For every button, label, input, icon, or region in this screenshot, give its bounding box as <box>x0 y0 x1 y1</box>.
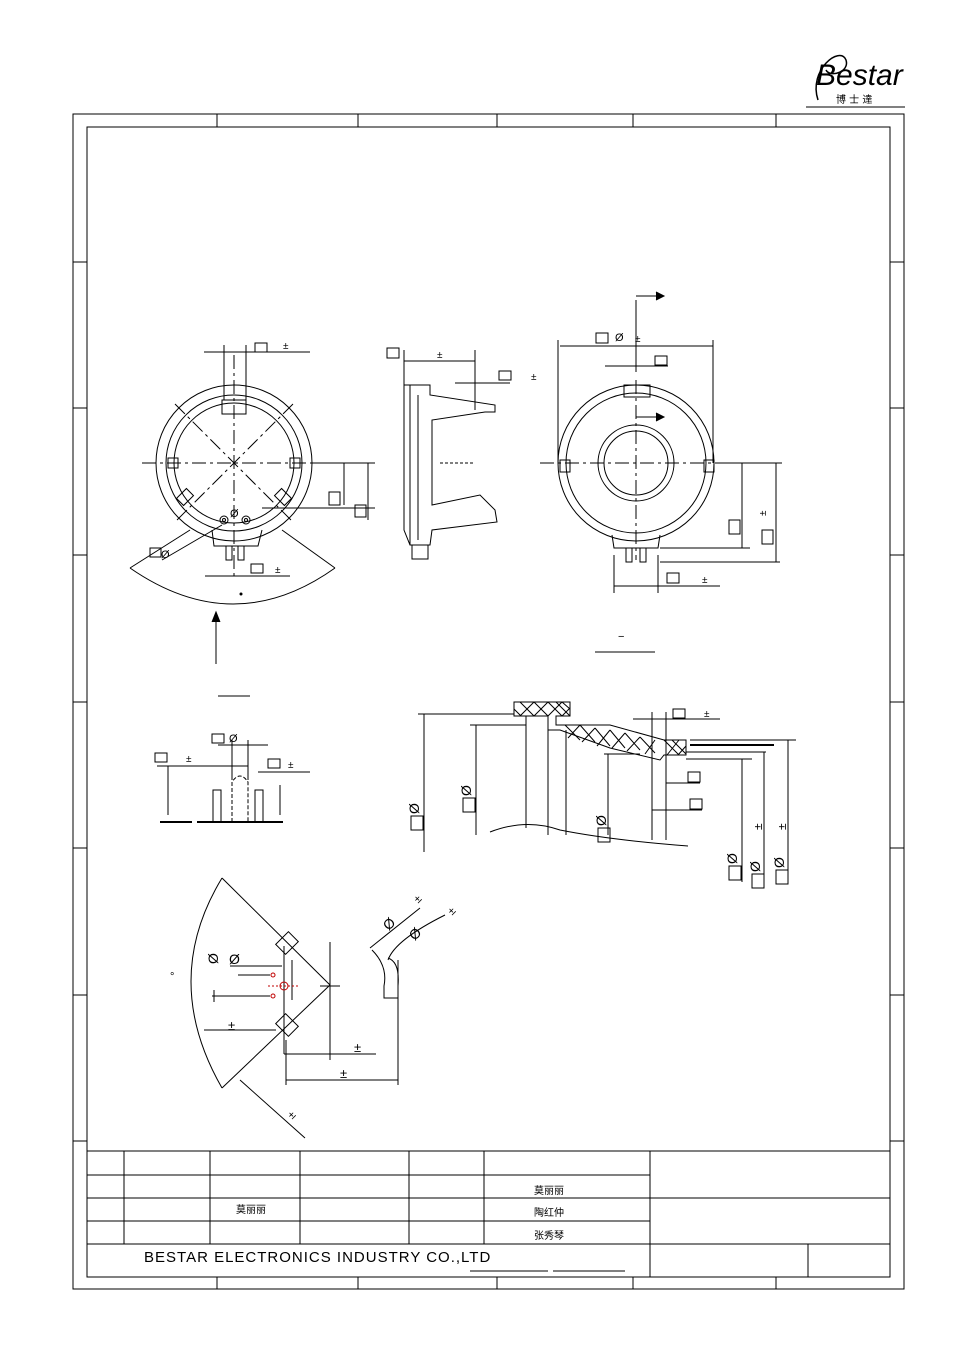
svg-text:±: ± <box>286 1109 299 1122</box>
svg-text:Ø: Ø <box>205 953 221 964</box>
signature-checked: 陶红仲 <box>534 1206 564 1219</box>
svg-text:±: ± <box>702 575 708 586</box>
svg-text:±: ± <box>288 760 294 771</box>
svg-text:±: ± <box>275 565 281 576</box>
svg-text:Ø: Ø <box>615 332 624 344</box>
svg-text:±: ± <box>775 823 789 830</box>
svg-text:Ø: Ø <box>230 508 239 520</box>
front-view <box>129 342 375 697</box>
signature-drawn: 莫丽丽 <box>534 1185 564 1197</box>
svg-text:Ø: Ø <box>458 785 474 796</box>
svg-text:Ø: Ø <box>771 857 787 868</box>
rear-view <box>540 291 782 653</box>
svg-text:±: ± <box>704 709 710 720</box>
outer-frame <box>72 113 905 1290</box>
svg-text:−: − <box>618 631 624 643</box>
svg-text:±: ± <box>228 1018 235 1033</box>
svg-text:Ø: Ø <box>229 733 238 745</box>
logo-chinese: 博 士 達 <box>836 93 872 106</box>
pcb-layout-detail <box>190 877 446 1139</box>
svg-text:Ø: Ø <box>593 815 609 826</box>
svg-text:±: ± <box>354 1040 361 1055</box>
svg-text:±: ± <box>758 510 769 516</box>
svg-text:Ø: Ø <box>724 853 740 864</box>
svg-text:±: ± <box>283 341 289 352</box>
svg-text:Ø: Ø <box>405 924 424 943</box>
inner-frame <box>86 126 891 1278</box>
section-view <box>410 701 796 889</box>
svg-text:Ø: Ø <box>161 549 170 561</box>
svg-text:±: ± <box>751 823 765 830</box>
svg-text:±: ± <box>412 893 425 906</box>
svg-text:±: ± <box>437 350 443 361</box>
signature-designer: 莫丽丽 <box>236 1204 266 1216</box>
signature-approved: 张秀琴 <box>534 1230 564 1242</box>
title-block <box>87 1150 890 1277</box>
svg-text:±: ± <box>531 372 537 383</box>
svg-text:Ø: Ø <box>406 803 422 814</box>
company-name: BESTAR ELECTRONICS INDUSTRY CO.,LTD <box>144 1249 491 1266</box>
svg-text:±: ± <box>186 754 192 765</box>
svg-text:Ø: Ø <box>229 951 240 967</box>
side-view <box>386 347 512 560</box>
svg-text:±: ± <box>446 905 459 918</box>
logo-wordmark: Bestar <box>816 59 904 92</box>
svg-text:±: ± <box>635 334 641 345</box>
svg-text:Ø: Ø <box>379 914 398 933</box>
company-logo: Bestar 博 士 達 <box>806 54 905 108</box>
svg-text:Ø: Ø <box>747 861 763 872</box>
svg-text:°: ° <box>170 971 174 983</box>
pin-detail <box>154 733 310 823</box>
svg-text:±: ± <box>340 1066 347 1081</box>
